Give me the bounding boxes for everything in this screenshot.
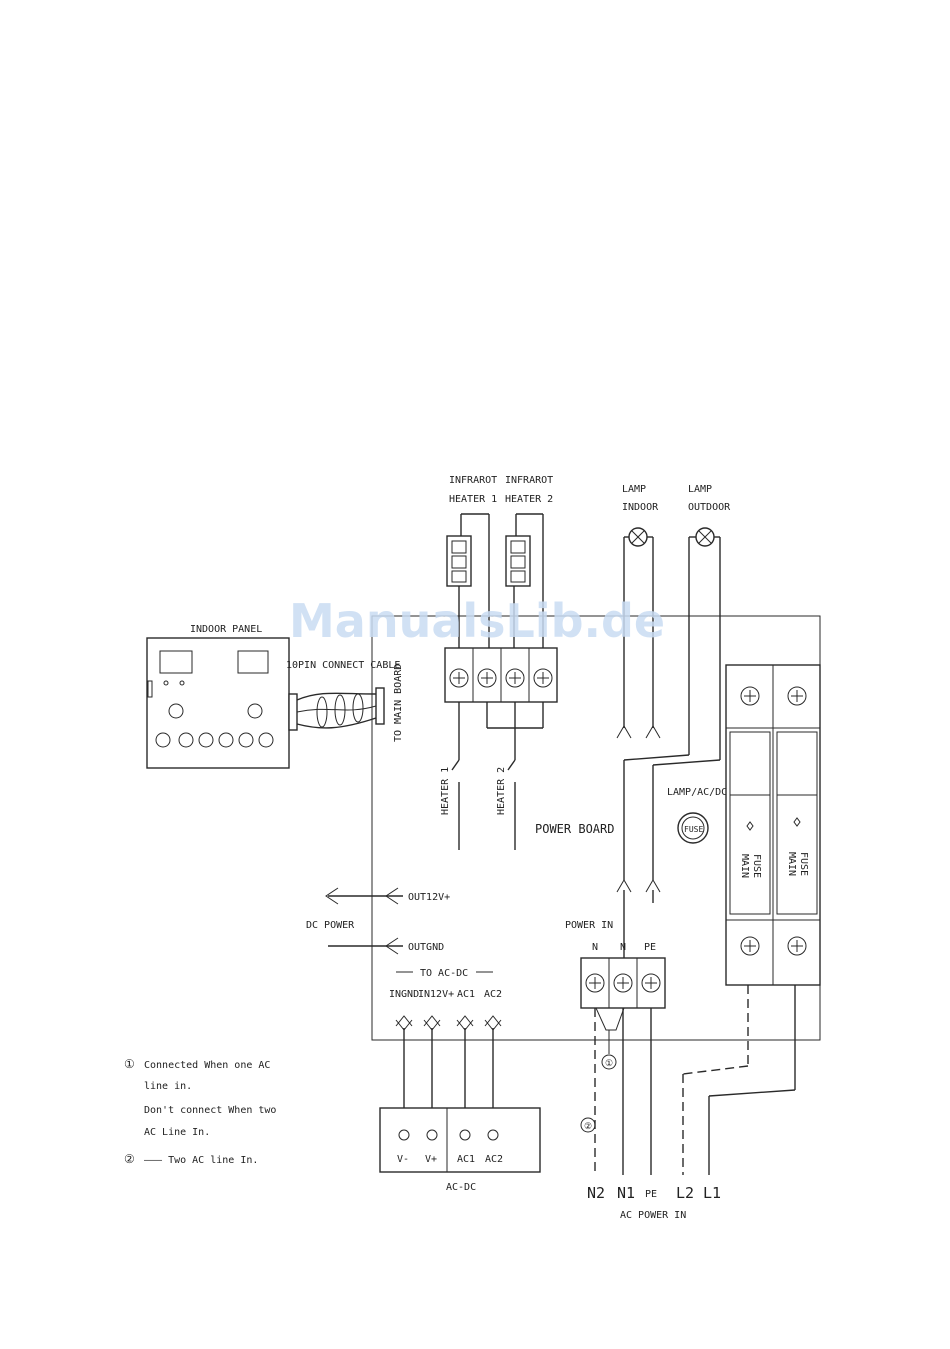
heater-1-relay-label: HEATER 1	[440, 767, 451, 815]
infrared-heater-1-label-line1: INFRAROT	[449, 475, 497, 486]
lamp-outdoor-label-line2: OUTDOOR	[688, 502, 731, 513]
heater-relays: HEATER 1 HEATER 2	[440, 702, 544, 850]
mains-n1: N1	[617, 1184, 635, 1202]
lamp-acdc-label: LAMP/AC/DC	[667, 787, 727, 798]
main-fuse-2-label-line2: FUSE	[798, 852, 809, 876]
legend-note1-line4: AC Line In.	[144, 1127, 210, 1138]
terminal-n2-label: N	[620, 942, 626, 953]
legend-note2-marker: ②	[124, 1152, 135, 1166]
mains-line-labels: N2 N1 PE L2 L1 AC POWER IN	[587, 1184, 721, 1221]
acdc-terminal-vplus: V+	[425, 1154, 437, 1165]
infrared-heater-1-label-line2: HEATER 1	[449, 494, 497, 505]
connect-cable: 10PIN CONNECT CABLE TO MAIN BOARD	[286, 660, 404, 742]
mains-n2: N2	[587, 1184, 605, 1202]
input-ingnd-label: INGND	[389, 989, 419, 1000]
mains-pe: PE	[645, 1189, 657, 1200]
dc-power-label: DC POWER	[306, 920, 355, 931]
input-ac1-label: AC1	[457, 989, 475, 1000]
heater-terminal-block	[444, 647, 558, 703]
main-fuse-2-label-line1: MAIN	[786, 852, 797, 876]
to-acdc-label: TO AC-DC	[420, 968, 468, 979]
lamp-indoor: LAMP INDOOR	[616, 484, 661, 739]
marker-circle-1: ①	[605, 1059, 613, 1069]
legend: ① Connected When one AC line in. Don't c…	[124, 1057, 276, 1166]
terminal-n1-label: N	[592, 942, 598, 953]
acdc-module-label: AC-DC	[446, 1182, 476, 1193]
mains-l2: L2	[676, 1184, 694, 1202]
indoor-panel: INDOOR PANEL	[146, 624, 290, 769]
indoor-panel-label: INDOOR PANEL	[190, 624, 262, 635]
indoor-panel-box	[146, 637, 290, 769]
lamp-fuse: LAMP/AC/DC FUSE	[667, 787, 727, 844]
out12v-label: OUT12V+	[408, 892, 450, 903]
terminal-pe-label: PE	[644, 942, 656, 953]
heater-2-element	[505, 535, 531, 587]
legend-note1-line1: Connected When one AC	[144, 1060, 270, 1071]
infrared-heater-2-label-line1: INFRAROT	[505, 475, 553, 486]
legend-note2-text: ——— Two AC line In.	[144, 1155, 258, 1166]
outgnd-label: OUTGND	[408, 942, 444, 953]
to-main-board-label: TO MAIN BOARD	[393, 664, 404, 742]
acdc-terminal-vminus: V-	[397, 1154, 409, 1165]
acdc-terminal-ac2: AC2	[485, 1154, 503, 1165]
main-fuse-block: MAIN FUSE MAIN FUSE	[725, 664, 821, 986]
marker-circle-2: ②	[584, 1122, 592, 1132]
fuse-label: FUSE	[684, 825, 703, 834]
heater-2-relay-label: HEATER 2	[496, 767, 507, 815]
infrared-heater-1: INFRAROT HEATER 1	[446, 475, 497, 648]
lamp-outdoor-label-line1: LAMP	[688, 484, 712, 495]
acdc-module: V- V+ AC1 AC2 AC-DC	[379, 1107, 541, 1193]
acdc-inputs: TO AC-DC INGND IN12V+ AC1 AC2	[389, 968, 502, 1128]
watermark-logo: ManualsLib.de	[289, 594, 665, 648]
lamp-indoor-label-line1: LAMP	[622, 484, 646, 495]
mains-l1: L1	[703, 1184, 721, 1202]
legend-note1-line3: Don't connect When two	[144, 1105, 276, 1116]
input-in12v-label: IN12V+	[418, 989, 454, 1000]
power-in-label: POWER IN	[565, 920, 613, 931]
mains-routing	[682, 985, 796, 1175]
infrared-heater-2: INFRAROT HEATER 2	[505, 475, 553, 648]
legend-note1-marker: ①	[124, 1057, 135, 1071]
main-fuse-1-label-line2: FUSE	[751, 854, 762, 878]
infrared-heater-2-label-line2: HEATER 2	[505, 494, 553, 505]
power-in-terminal: POWER IN N N PE ① ②	[565, 920, 666, 1175]
ac-power-in-label: AC POWER IN	[620, 1210, 686, 1221]
acdc-terminal-ac1: AC1	[457, 1154, 475, 1165]
power-board-label: POWER BOARD	[535, 822, 614, 836]
lamp-outdoor: LAMP OUTDOOR	[616, 484, 731, 958]
main-fuse-1-label-line1: MAIN	[739, 854, 750, 878]
dc-power-outputs: OUT12V+ DC POWER OUTGND	[306, 887, 450, 955]
input-ac2-label: AC2	[484, 989, 502, 1000]
heater-1-element	[446, 535, 472, 587]
legend-note1-line2: line in.	[144, 1081, 192, 1092]
lamp-indoor-label-line2: INDOOR	[622, 502, 659, 513]
connect-cable-label: 10PIN CONNECT CABLE	[286, 660, 400, 671]
